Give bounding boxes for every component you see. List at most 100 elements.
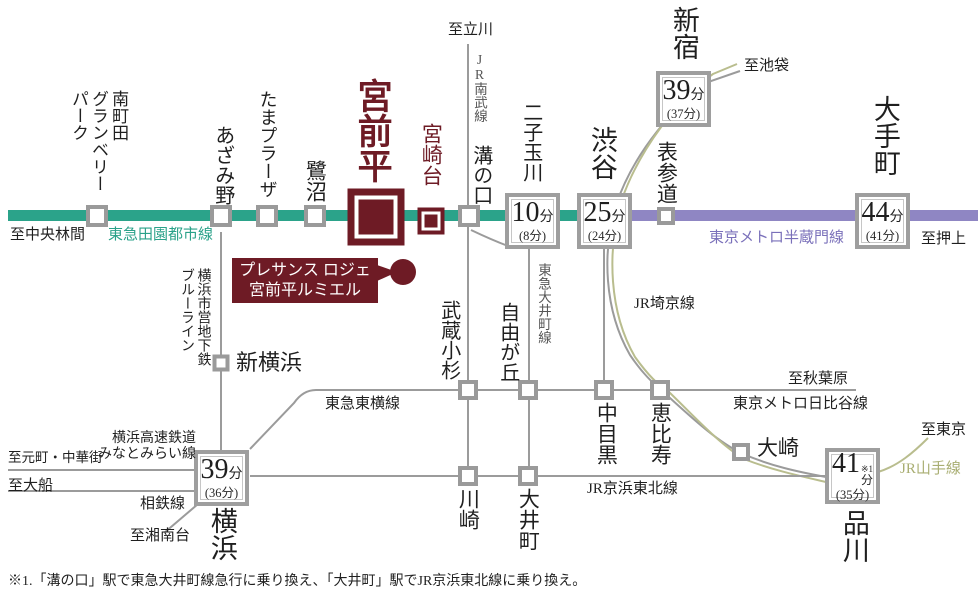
minutes: 44 bbox=[861, 197, 890, 229]
station-label-shinagawa: 品川 bbox=[838, 509, 869, 563]
hanzomon-line-bar bbox=[620, 210, 978, 221]
station-label-miyamaedaira: 宮前平 bbox=[352, 78, 392, 183]
destination-label-tokyo: 至東京 bbox=[921, 422, 967, 438]
station-marker-jiyugaoka bbox=[518, 380, 538, 400]
station-marker-minamimachida bbox=[86, 205, 108, 227]
station-label-minamimachida: 南町田 グランベリー パーク bbox=[68, 90, 129, 192]
station-label-musashikosugi: 武蔵小杉 bbox=[437, 300, 460, 380]
station-label-shinjuku: 新宿 bbox=[668, 6, 699, 60]
destination-label-tachikawa: 至立川 bbox=[448, 22, 494, 38]
station-label-mizonokuchi: 溝の口 bbox=[469, 145, 492, 205]
station-marker-oimachi bbox=[518, 466, 538, 486]
minutes-alt: (37分) bbox=[666, 107, 701, 122]
jr-yamanote-tail-to-tokyo bbox=[877, 437, 929, 473]
minutes-unit: 分 bbox=[860, 473, 873, 488]
minutes-alt: (36分) bbox=[204, 486, 239, 501]
line-label-oimachi: 東急大井町線 bbox=[535, 263, 551, 344]
station-label-saginuma: 鷺沼 bbox=[303, 160, 328, 202]
minutes-unit: 分 bbox=[889, 210, 904, 226]
station-marker-azamino bbox=[210, 205, 232, 227]
station-label-osaki: 大崎 bbox=[757, 436, 799, 460]
minutes-alt: (35分) bbox=[835, 488, 870, 503]
line-label-denentoshi: 東急田園都市線 bbox=[108, 227, 214, 243]
minutes-unit: 分 bbox=[690, 88, 705, 104]
property-name-line1: プレサンス ロジェ bbox=[239, 261, 371, 279]
station-label-omotesando: 表参道 bbox=[654, 141, 679, 204]
station-marker-miyazakidai bbox=[417, 207, 445, 235]
line-label-nambu: JR南武線 bbox=[471, 52, 487, 123]
property-name-line2: 宮前平ルミエル bbox=[248, 281, 361, 299]
line-label-yamanote: JR山手線 bbox=[900, 461, 961, 477]
line-label-sotetsu: 相鉄線 bbox=[140, 496, 186, 512]
minutes: 39 bbox=[662, 75, 691, 107]
minutes-unit: 分 bbox=[228, 467, 243, 483]
station-marker-osaki bbox=[732, 443, 750, 461]
station-label-nakameguro: 中目黒 bbox=[594, 402, 619, 465]
station-label-kawasaki: 川崎 bbox=[456, 488, 481, 530]
line-label-toyoko: 東急東横線 bbox=[325, 396, 401, 412]
station-label-yokohama: 横浜 bbox=[206, 507, 237, 561]
line-label-hibiya: 東京メトロ日比谷線 bbox=[733, 396, 869, 412]
station-marker-miyamaedaira bbox=[347, 188, 405, 246]
minutes: 39 bbox=[200, 454, 229, 486]
destination-label-ikebukuro: 至池袋 bbox=[744, 58, 790, 74]
station-label-shinyokohama: 新横浜 bbox=[236, 350, 303, 375]
station-label-azamino: あざみ野 bbox=[211, 125, 234, 205]
minutes-alt: (8分) bbox=[518, 229, 547, 244]
station-marker-omotesando bbox=[657, 207, 675, 225]
station-label-oimachi: 大井町 bbox=[516, 488, 541, 551]
minutes: 25 bbox=[583, 197, 612, 229]
minutes-unit: 分 bbox=[539, 210, 554, 226]
station-label-tamaplaza: たまプラーザ bbox=[257, 90, 278, 198]
station-marker-tamaplaza bbox=[256, 205, 278, 227]
station-label-jiyugaoka: 自由が丘 bbox=[496, 302, 519, 382]
destination-label-chuorinkan: 至中央林間 bbox=[10, 227, 86, 243]
station-marker-nakameguro bbox=[594, 380, 614, 400]
transfer-note-ref: ※1 bbox=[860, 464, 874, 475]
destination-label-akihabara: 至秋葉原 bbox=[788, 371, 849, 387]
property-callout: プレサンス ロジェ 宮前平ルミエル bbox=[232, 258, 378, 303]
station-label-miyazakidai: 宮崎台 bbox=[419, 123, 444, 186]
destination-label-ofuna: 至大船 bbox=[8, 478, 54, 494]
line-label-saikyo: JR埼京線 bbox=[634, 296, 695, 312]
minutes: 10 bbox=[511, 197, 540, 229]
line-label-hanzomon: 東京メトロ半蔵門線 bbox=[709, 230, 845, 246]
tokyu-denentoshi-line-bar bbox=[8, 210, 590, 221]
line-label-blueline: 横浜市営地下鉄 ブルーライン bbox=[179, 268, 211, 366]
callout-pointer bbox=[377, 265, 397, 281]
property-location-dot bbox=[390, 259, 416, 285]
minutes-alt: (41分) bbox=[865, 229, 900, 244]
station-marker-ebisu bbox=[650, 380, 670, 400]
station-marker-mizonokuchi bbox=[458, 205, 480, 227]
mizonokuchi-connector-path bbox=[470, 229, 509, 247]
station-marker-shinyokohama bbox=[212, 354, 230, 372]
tokyu-toyoko-hibiya-path bbox=[249, 389, 856, 450]
line-label-minatomirai: 横浜高速鉄道 みなとみらい線 bbox=[98, 431, 196, 462]
station-label-otemachi: 大手町 bbox=[869, 95, 900, 176]
destination-label-motomachi: 至元町・中華街 bbox=[8, 450, 103, 465]
jr-yamanote-line-path bbox=[611, 63, 827, 483]
line-label-keihintohoku: JR京浜東北線 bbox=[587, 481, 678, 497]
minutes-alt: (24分) bbox=[587, 229, 622, 244]
destination-label-oshiage: 至押上 bbox=[921, 231, 967, 247]
station-label-shibuya: 渋谷 bbox=[586, 126, 617, 180]
destination-label-shonandai: 至湘南台 bbox=[130, 528, 191, 544]
minutes-unit: 分 bbox=[611, 210, 626, 226]
transfer-footnote: ※1.「溝の口」駅で東急大井町線急行に乗り換え、「大井町」駅でJR京浜東北線に乗… bbox=[8, 574, 587, 589]
jr-saikyo-line-path bbox=[606, 70, 827, 478]
station-marker-kawasaki bbox=[458, 466, 478, 486]
